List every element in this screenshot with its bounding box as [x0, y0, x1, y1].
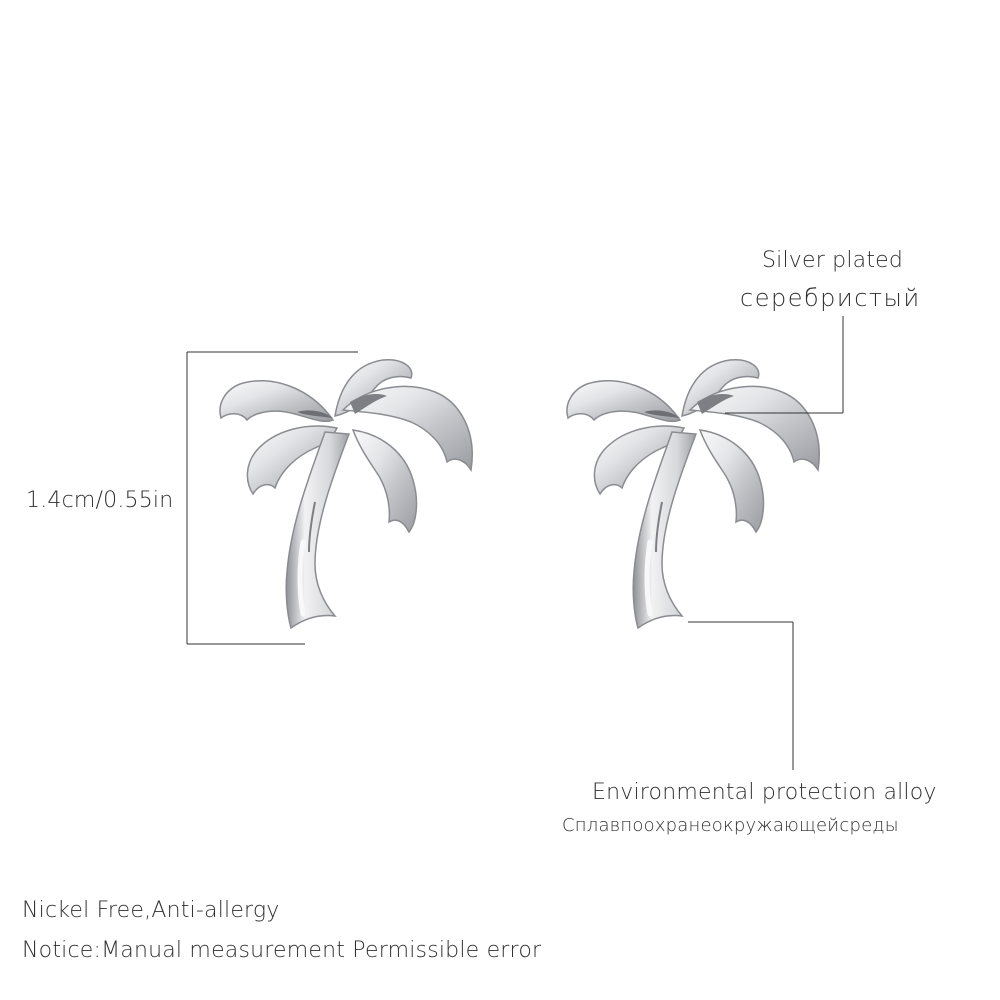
dimension-bracket — [186, 351, 358, 645]
material-label-russian: Сплавпоохранеокружающейсреды — [562, 815, 899, 836]
material-callout-line — [688, 621, 794, 770]
plating-callout-line — [725, 316, 844, 414]
plating-label-english: Silver plated — [762, 248, 904, 273]
dimension-label: 1.4cm/0.55in — [26, 488, 174, 513]
right-earring — [567, 360, 819, 628]
material-label-english: Environmental protection alloy — [592, 780, 937, 805]
left-earring — [220, 360, 472, 628]
measurement-notice: Notice:Manual measurement Permissible er… — [22, 938, 542, 963]
nickel-free-note: Nickel Free,Anti-allergy — [22, 898, 280, 923]
plating-label-russian: серебристый — [740, 284, 921, 312]
